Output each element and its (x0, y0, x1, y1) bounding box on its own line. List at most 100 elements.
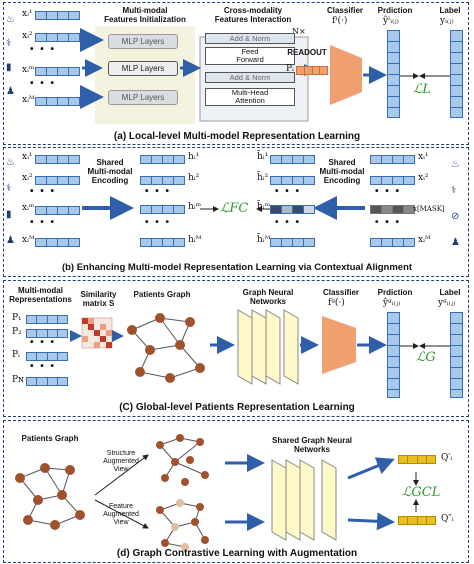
p-bar (26, 315, 68, 324)
pi-label: Pᵢ (286, 64, 294, 74)
p1-label: P₁ (12, 313, 22, 323)
add-norm-top: Add & Norm (205, 33, 295, 44)
prediction-title-c: Prdiction (377, 288, 413, 297)
ellipsis: • • • (30, 186, 57, 197)
b-right-bar (370, 238, 415, 247)
loss-gcl: ℒGCL (402, 485, 441, 500)
init-title: Multi-modal Features Initialization (104, 6, 186, 24)
h-bar (140, 176, 185, 185)
b-input-x2: xᵢ² (22, 173, 33, 183)
readout-bar (296, 66, 328, 75)
b-input-bar (35, 176, 80, 185)
mlp-layer-3: MLP Layers (108, 90, 178, 105)
ellipsis: • • • (30, 361, 57, 372)
q2-label: Q″ᵢ (441, 514, 454, 524)
b-input-bar (35, 206, 80, 215)
label-vector-a (450, 30, 463, 118)
label-title-c: Label (439, 288, 461, 297)
add-norm-bottom: Add & Norm (205, 72, 295, 83)
hM-label: hᵢᴹ (188, 235, 202, 245)
input-xm: xᵢᵐ (22, 65, 35, 75)
loss-g: ℒG (416, 350, 436, 365)
gnn-label-d: Shared Graph Neural Networks (271, 436, 353, 454)
gnn-layers-c (237, 309, 299, 385)
p-bar (26, 329, 68, 338)
caption-d: (d) Graph Contrastive Learning with Augm… (116, 548, 358, 559)
mlp-layer-2: MLP Layers (108, 61, 178, 76)
nx-label: N× (292, 27, 306, 36)
h2-label: hᵢ² (188, 173, 200, 183)
loss-l: ℒL (413, 82, 431, 97)
input-xM: xᵢᴹ (22, 95, 35, 105)
ellipsis: • • • (30, 217, 57, 228)
caption-b: (b) Enhancing Multi-model Representation… (61, 262, 413, 273)
ellipsis: • • • (375, 217, 402, 228)
ellipsis: • • • (30, 337, 57, 348)
feature-aug-label: Feature Augmented View (103, 503, 139, 526)
b-right-mask: x[MASK] (413, 205, 445, 213)
b-right-x2: xᵢ² (418, 173, 429, 183)
ht-bar (270, 176, 315, 185)
q1-bar (398, 455, 436, 464)
htM-label: h̃ᵢᴹ (257, 235, 271, 245)
similarity-label: Similarity matrix S (80, 290, 117, 308)
structure-augmented-graph (156, 434, 209, 486)
patients-graph-label-d: Patients Graph (21, 434, 79, 443)
structure-aug-label: Structure Augmented View (103, 450, 139, 473)
gnn-layers-d (271, 459, 337, 541)
patients-graph-label-c: Patients Graph (133, 290, 191, 299)
input-bar (35, 97, 80, 106)
classifier-trapezoid-a (330, 45, 362, 105)
loss-fc: ℒFC (220, 201, 249, 216)
ellipsis: • • • (145, 186, 172, 197)
mask-bar (370, 205, 415, 214)
h1-label: hᵢ¹ (188, 152, 200, 162)
feature-augmented-graph (156, 499, 209, 551)
hm-label: hᵢᵐ (188, 202, 202, 212)
input-bar (35, 11, 80, 20)
mm-rep-label: Multi-modal Representations (9, 286, 72, 304)
prediction-sym-c: ŷᵍᵢ₍ⱼ₎ (383, 298, 401, 308)
panel-b (3, 147, 469, 277)
label-sym-c: yᵍᵢ₍ⱼ₎ (438, 298, 456, 308)
shared-encoding-right: Shared Multi-modal Encoding (319, 158, 365, 185)
panel-d (3, 420, 469, 563)
b-right-xM: xᵢᴹ (418, 235, 431, 245)
classifier-title-c: Classifier (322, 288, 360, 297)
classifier-title-a: Classifier (326, 6, 364, 15)
caption-c: (C) Global-level Patients Representation… (119, 402, 355, 413)
multi-head-attention: Multi-Head Attention (205, 88, 295, 106)
q2-bar (398, 516, 436, 525)
p-bar (26, 352, 68, 361)
shared-encoding-left: Shared Multi-modal Encoding (87, 158, 133, 185)
ellipsis: • • • (30, 44, 57, 55)
modality-icons: ♨⚕▮♟ (6, 14, 15, 97)
panel-c (3, 280, 469, 417)
panel-a (3, 2, 469, 145)
b-input-bar (35, 155, 80, 164)
input-bar (35, 33, 80, 42)
classifier-sym-a: fˡ(·) (332, 16, 348, 26)
ht1-label: h̃ᵢ¹ (257, 152, 269, 162)
interaction-title: Cross-modality Features Interaction (214, 6, 292, 24)
prediction-vector-c (387, 312, 400, 398)
htm-label: h̃ᵢᵐ (257, 202, 271, 212)
input-x1: xᵢ¹ (22, 9, 33, 19)
modality-icons-b-left: ♨⚕▮♟ (6, 157, 15, 246)
prediction-vector-a (387, 30, 400, 118)
classifier-trapezoid-c (322, 316, 356, 374)
p2-label: P₂ (12, 327, 22, 337)
modality-icons-b-right: ♨⚕⊘♟ (451, 159, 460, 248)
b-right-bar (370, 176, 415, 185)
b-input-xm: xᵢᵐ (22, 203, 35, 213)
ellipsis: • • • (275, 217, 302, 228)
b-right-x1: xᵢ¹ (418, 152, 429, 162)
ellipsis: • • • (375, 186, 402, 197)
q1-label: Q′ᵢ (441, 453, 453, 463)
ht-bar (270, 155, 315, 164)
gnn-label-c: Graph Neural Networks (242, 288, 294, 306)
readout-label: READOUT (287, 48, 327, 57)
p-bar (26, 377, 68, 386)
ht-bar (270, 238, 315, 247)
caption-a: (a) Local-level Multi-model Representati… (113, 131, 361, 142)
